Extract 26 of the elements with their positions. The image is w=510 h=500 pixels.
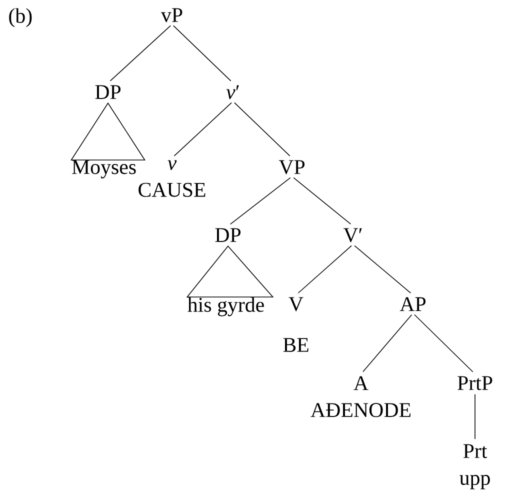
panel-label: (b)	[9, 8, 32, 28]
branch-line	[173, 25, 232, 82]
tree-node-label: V BE	[283, 297, 308, 352]
branch-line	[293, 177, 352, 224]
tree-node-label: AP	[400, 297, 426, 311]
tree-node-label: v CAUSE	[138, 160, 206, 197]
branch-line	[230, 177, 291, 225]
branch-line	[474, 394, 476, 440]
tree-node-label: A AĐENODE	[310, 376, 410, 418]
tree-node-label: Prt upp	[460, 444, 490, 490]
tree-node-label: his gyrde	[188, 297, 264, 316]
tree-node-label: DP	[215, 228, 241, 242]
tree-node-label: v′	[226, 85, 239, 100]
branch-line	[110, 25, 171, 82]
branch-line	[234, 102, 290, 156]
branch-line	[362, 314, 412, 372]
tree-node-label: PrtP	[458, 376, 492, 390]
tree-node-label: vP	[160, 8, 182, 22]
tree-node-label: Moyses	[72, 160, 136, 178]
branch-line	[174, 102, 232, 156]
tree-node-label: VP	[278, 160, 305, 174]
branch-line	[298, 245, 352, 294]
branch-line	[354, 245, 412, 294]
tree-node-label: V′	[343, 228, 362, 242]
branch-line	[414, 314, 474, 372]
tree-node-label: DP	[95, 85, 121, 99]
